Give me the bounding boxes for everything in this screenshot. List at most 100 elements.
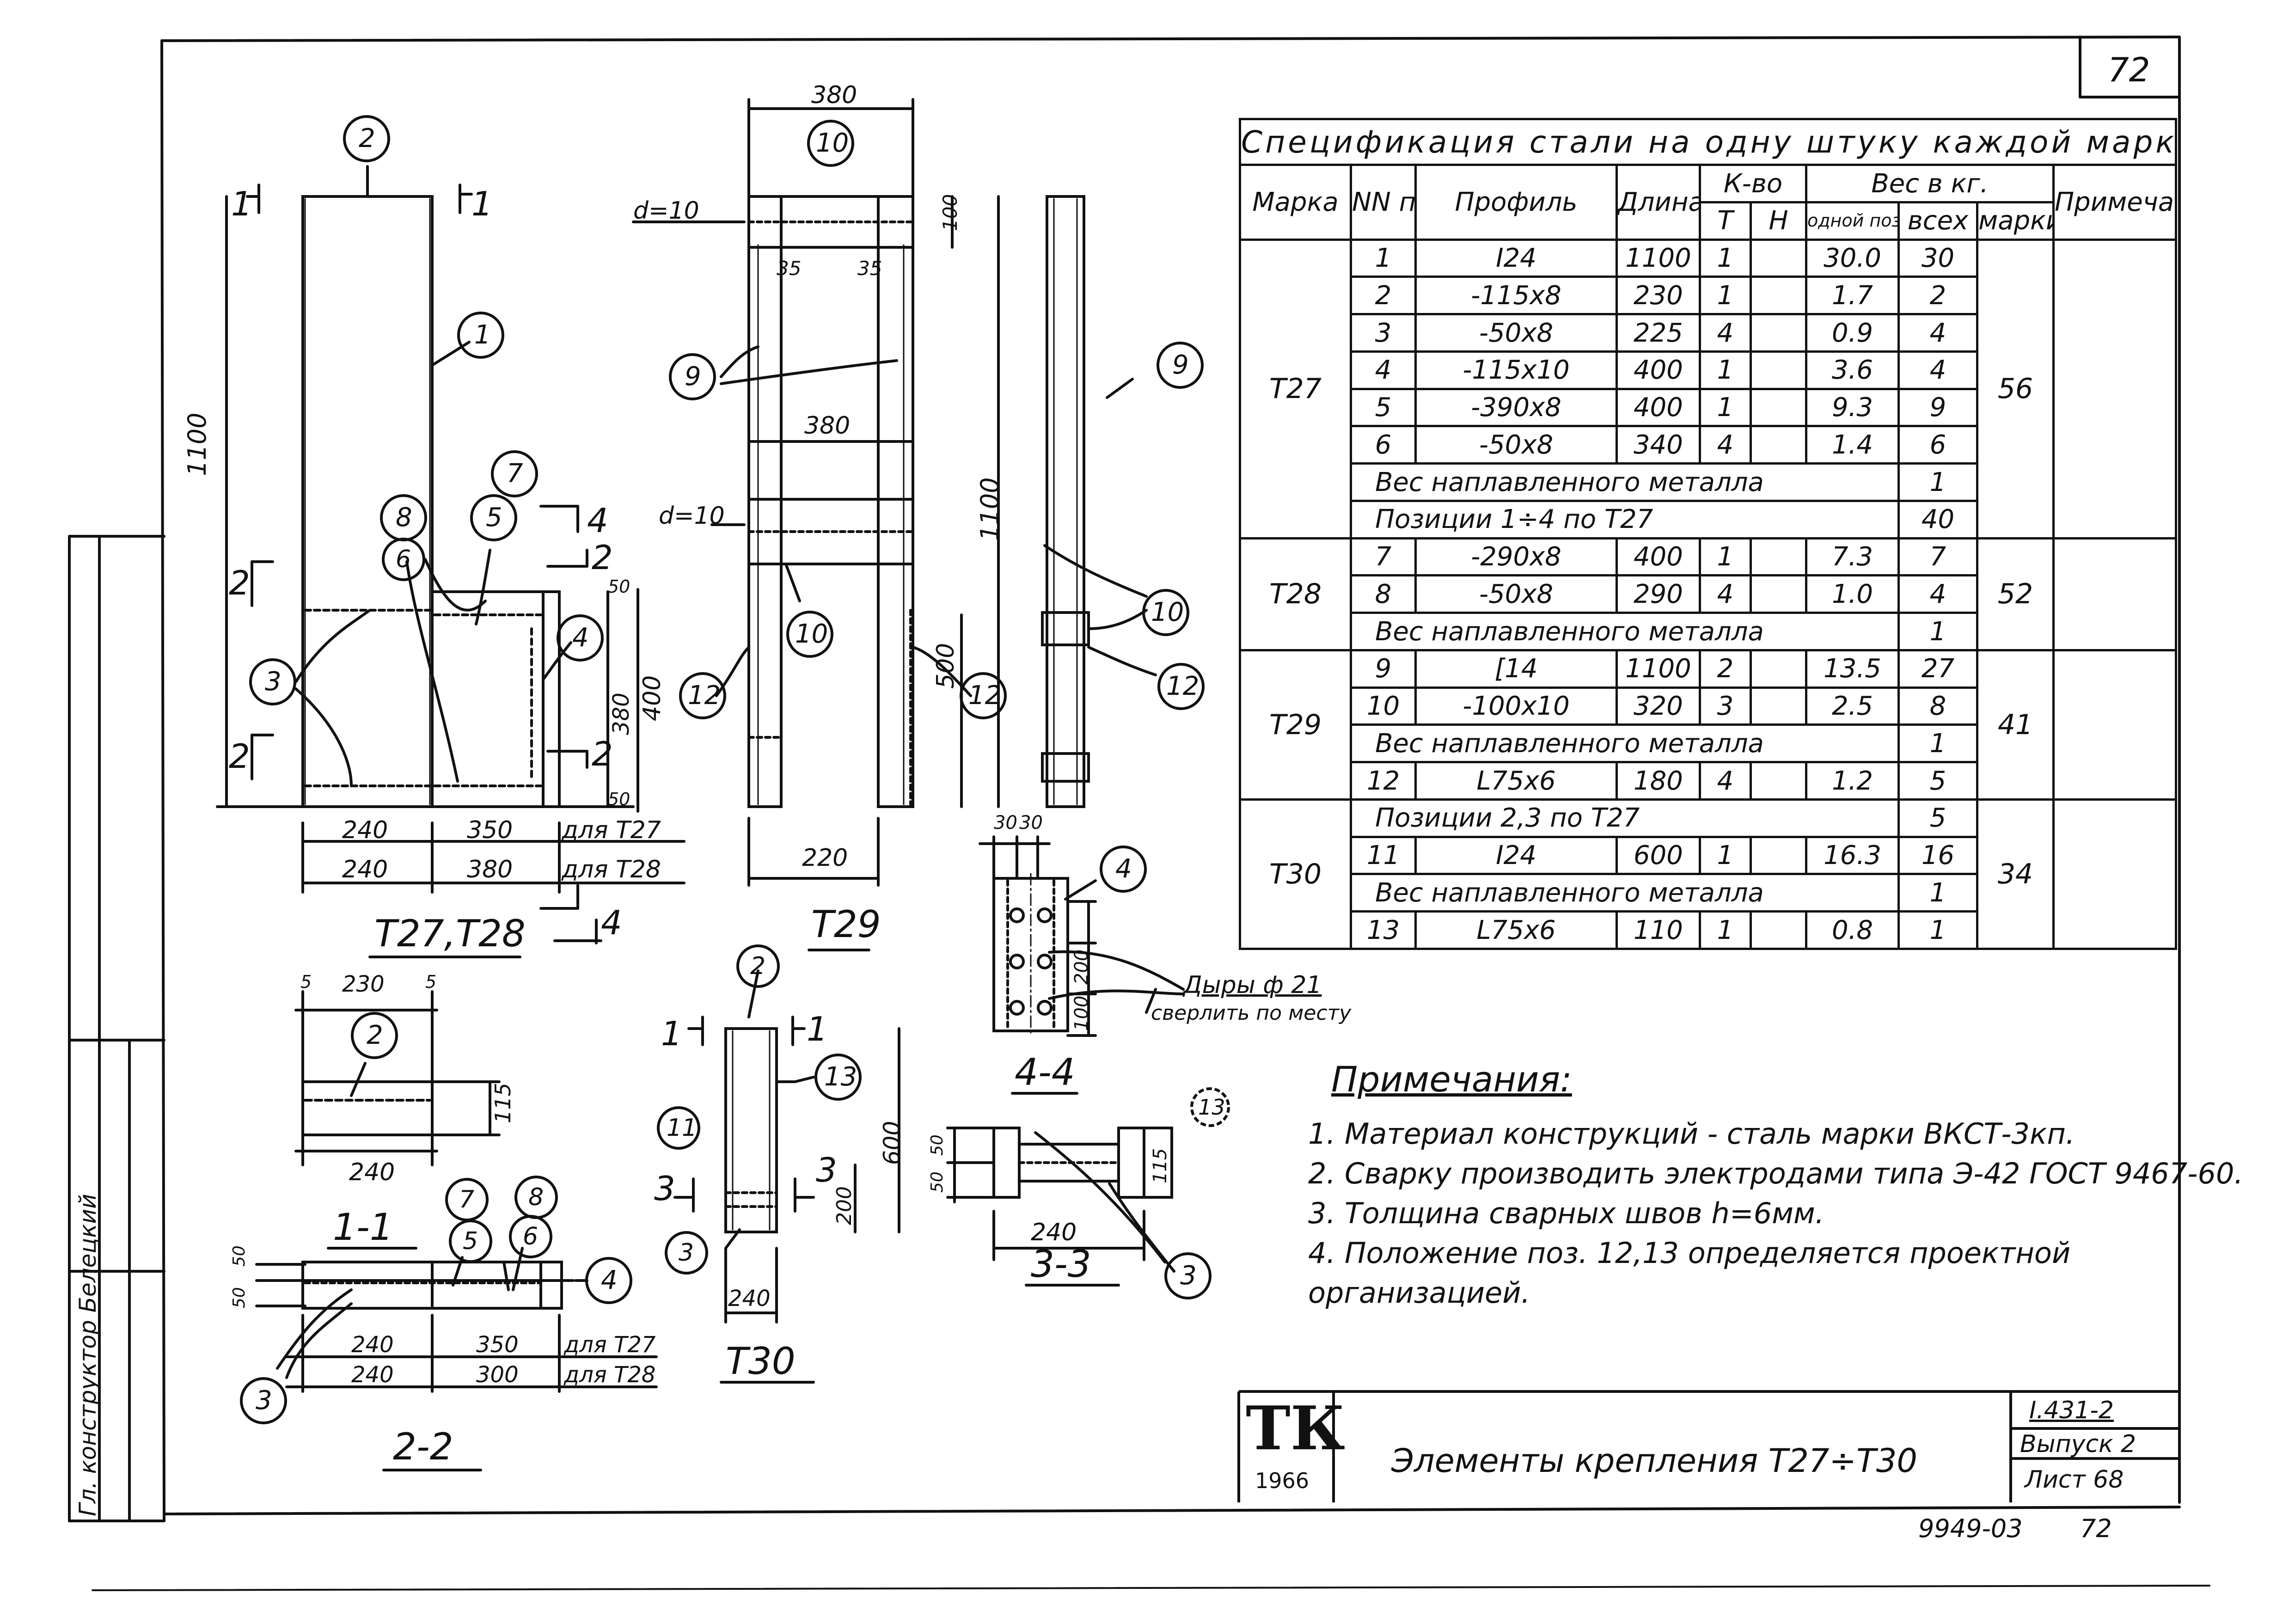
spec-note — [2052, 537, 2178, 651]
spec-t: 1 — [1699, 238, 1752, 278]
cut-4-bottom: 4 — [601, 903, 622, 942]
stamp-code-page: 72 — [2080, 1514, 2112, 1543]
callout-4: 4 — [572, 623, 589, 653]
view-title-t30: Т30 — [726, 1340, 796, 1383]
spec-len: 1100 — [1616, 238, 1701, 278]
dim-35-b: 35 — [857, 257, 882, 280]
dim-600: 600 — [879, 1121, 906, 1165]
dim-380-b: 380 — [467, 856, 513, 883]
spec-one: 16.3 — [1805, 835, 1900, 876]
spec-table: Спецификация стали на одну штуку каждой … — [1238, 117, 2178, 950]
callout-12-right: 12 — [968, 680, 1002, 711]
spec-n — [1750, 649, 1807, 689]
spec-n — [1750, 761, 1807, 801]
for-t27-b: для Т27 — [564, 1332, 656, 1358]
spec-n — [1750, 313, 1807, 353]
callout-13: 13 — [824, 1062, 857, 1092]
spec-mark-cell: Т27 — [1239, 238, 1352, 539]
spec-t: 4 — [1699, 761, 1752, 801]
callout-11: 11 — [667, 1114, 698, 1142]
callout-6-sec: 6 — [523, 1223, 539, 1250]
callout-10-side: 10 — [1151, 597, 1184, 627]
dim-1100-left: 1100 — [183, 412, 212, 476]
spec-pos: 7 — [1350, 537, 1417, 577]
spec-pos: 13 — [1350, 910, 1417, 950]
spec-pos: 1 — [1350, 238, 1417, 278]
spec-t: 2 — [1699, 649, 1752, 689]
dim-200-a: 200 — [1071, 949, 1092, 985]
dim-50-b: 50 — [608, 789, 630, 809]
callout-2-sec: 2 — [367, 1020, 383, 1050]
spec-t: 3 — [1699, 686, 1752, 726]
spec-t: 1 — [1699, 276, 1752, 316]
spec-w-all: 5 — [1897, 798, 1978, 838]
spec-all: 8 — [1897, 686, 1978, 726]
spec-all: 2 — [1897, 276, 1978, 316]
spec-w-all: 40 — [1897, 499, 1978, 539]
for-t28-b: для Т28 — [564, 1362, 656, 1388]
spec-pos: 3 — [1350, 313, 1417, 353]
spec-w-all: 1 — [1897, 612, 1978, 651]
dim-240-c: 240 — [349, 1158, 395, 1186]
spec-pos: 5 — [1350, 387, 1417, 428]
spec-mark-cell: Т29 — [1239, 649, 1352, 801]
spec-profile: [14 — [1414, 649, 1618, 689]
spec-profile: -100x10 — [1414, 686, 1618, 726]
callout-3-sec: 3 — [256, 1385, 272, 1416]
spec-row-text: Вес наплавленного металла — [1350, 612, 1900, 651]
callout-13-sec3: 13 — [1198, 1095, 1225, 1120]
spec-note — [2052, 649, 2178, 801]
dim-100-a: 100 — [939, 194, 961, 231]
holes-note: Дыры ф 21 — [1183, 971, 1322, 999]
cut-2-right-b: 2 — [592, 735, 613, 773]
stamp-code: 9949-03 — [1918, 1514, 2023, 1543]
section-title-1-1: 1-1 — [333, 1206, 393, 1249]
callout-2-t30: 2 — [750, 952, 766, 980]
section-4-4 — [979, 835, 1185, 1095]
cut-1-right: 1 — [471, 184, 493, 223]
callout-8: 8 — [396, 503, 412, 533]
callout-5: 5 — [486, 503, 502, 533]
spec-pos: 2 — [1350, 276, 1417, 316]
spec-row-text: Позиции 2,3 по Т27 — [1350, 798, 1900, 838]
spec-all: 4 — [1897, 313, 1978, 353]
spec-len: 400 — [1616, 537, 1701, 577]
dim-115-a: 115 — [490, 1083, 515, 1123]
stamp-sheet: Лист 68 — [2025, 1466, 2124, 1494]
dim-d10-b: d=10 — [659, 502, 725, 530]
note-2: 2. Сварку производить электродами типа Э… — [1308, 1157, 2244, 1190]
spec-t: 1 — [1699, 350, 1752, 390]
dim-240-g: 240 — [1031, 1219, 1077, 1246]
spec-all: 7 — [1897, 537, 1978, 577]
callout-5-sec: 5 — [463, 1227, 478, 1255]
cut-1-t30-right: 1 — [807, 1010, 828, 1048]
spec-all: 5 — [1897, 761, 1978, 801]
spec-one: 9.3 — [1805, 387, 1900, 428]
callout-9-side: 9 — [1172, 350, 1189, 380]
spec-pos: 11 — [1350, 835, 1417, 876]
spec-profile: -115x8 — [1414, 276, 1618, 316]
spec-len: 400 — [1616, 387, 1701, 428]
spec-row-text: Вес наплавленного металла — [1350, 873, 1900, 913]
stamp-title: Элементы крепления Т27÷Т30 — [1391, 1442, 1917, 1480]
sheet-frame — [68, 36, 2210, 1591]
callout-6: 6 — [396, 545, 411, 573]
col-w-one: одной позиц. — [1805, 201, 1900, 241]
spec-t: 4 — [1699, 574, 1752, 614]
section-title-3-3: 3-3 — [1031, 1243, 1091, 1286]
spec-all: 9 — [1897, 387, 1978, 428]
note-4: 4. Положение поз. 12,13 определяется про… — [1308, 1236, 2071, 1310]
cut-1-left: 1 — [231, 184, 252, 223]
dim-35-a: 35 — [777, 257, 802, 280]
dim-50-f: 50 — [928, 1171, 947, 1193]
stamp-year: 1966 — [1255, 1468, 1310, 1493]
dim-240-a: 240 — [342, 816, 388, 844]
spec-profile: I24 — [1414, 238, 1618, 278]
spec-profile: -290x8 — [1414, 537, 1618, 577]
